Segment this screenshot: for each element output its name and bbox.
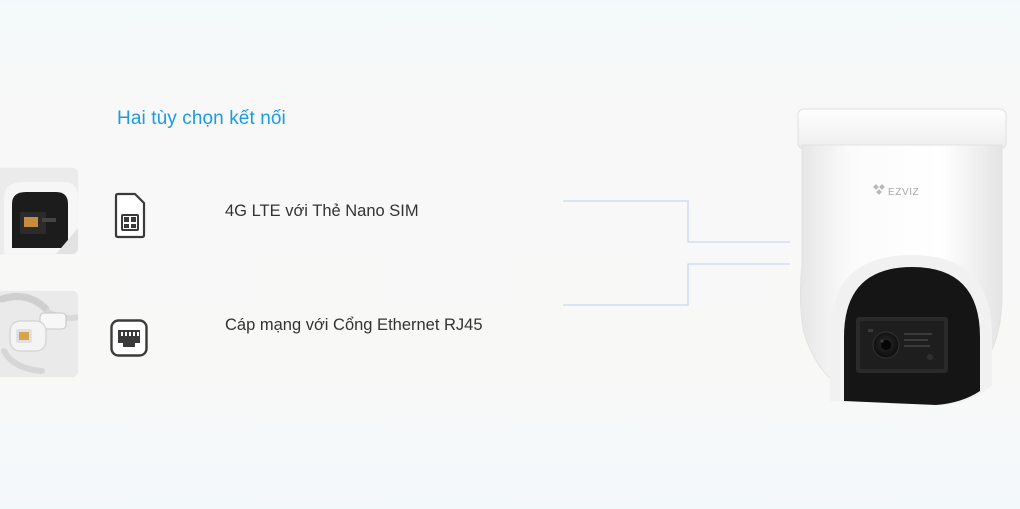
section-heading: Hai tùy chọn kết nối [117,108,286,129]
ethernet-port-icon [109,318,149,363]
option-label-sim: 4G LTE với Thẻ Nano SIM [225,202,419,220]
sim-card-icon [109,191,149,244]
ezviz-logo-icon: EZVIZ [873,184,919,198]
option-label-ethernet: Cáp mạng với Cổng Ethernet RJ45 [225,316,483,334]
camera-product-image: EZVIZ [786,105,1016,415]
ethernet-cable-thumbnail [0,291,78,377]
sim-slot-thumbnail [0,168,78,254]
svg-text:EZVIZ: EZVIZ [888,187,919,198]
